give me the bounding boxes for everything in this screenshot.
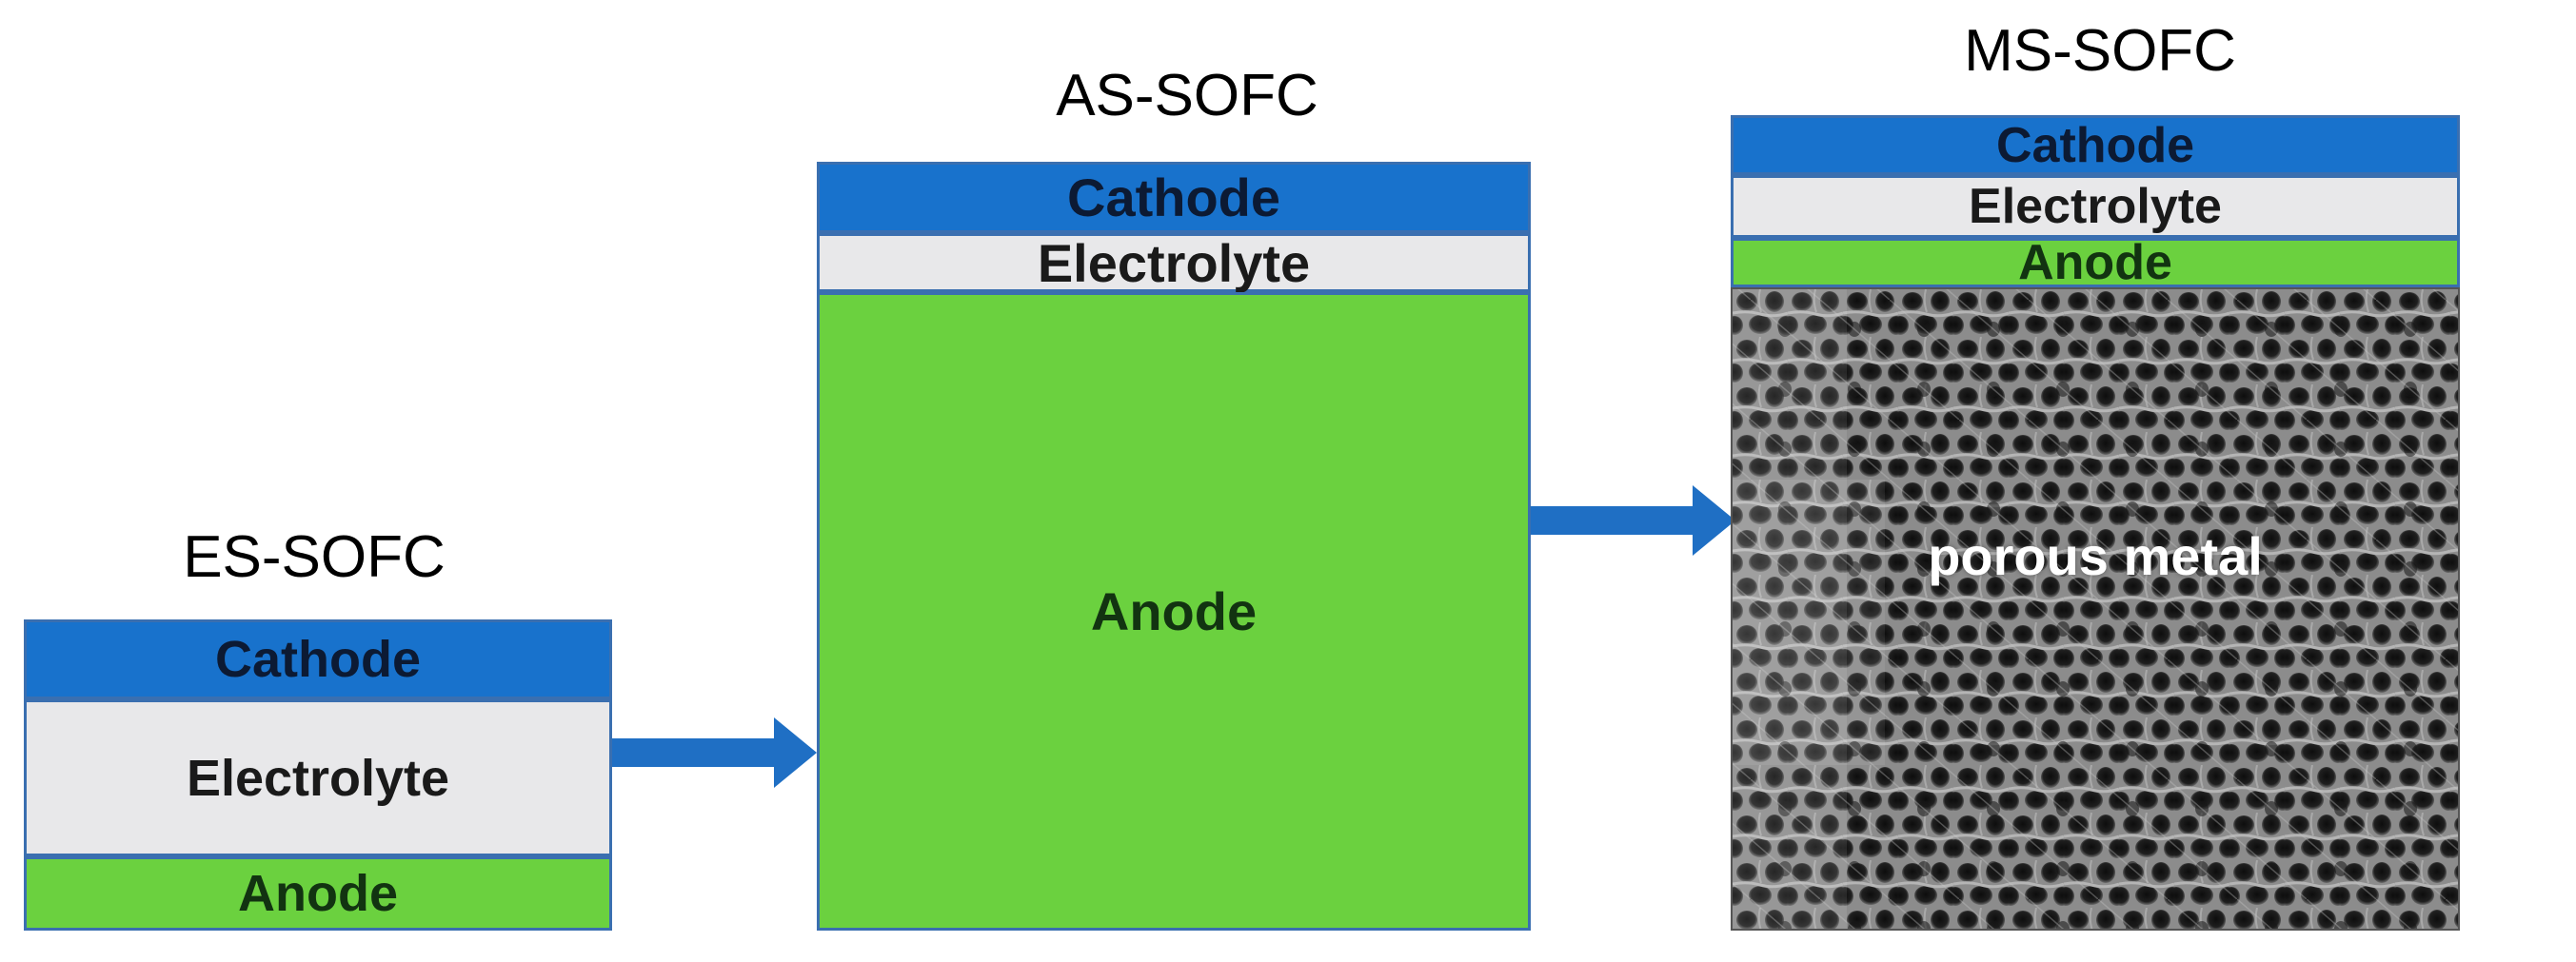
- as-sofc-cathode-label: Cathode: [1067, 167, 1280, 227]
- es-sofc-electrolyte-label: Electrolyte: [186, 749, 450, 807]
- ms-sofc-anode-layer: Anode: [1731, 235, 2460, 290]
- ms-sofc-cathode-layer: Cathode: [1731, 115, 2460, 175]
- as-sofc-anode-layer: Anode: [817, 292, 1531, 931]
- as-sofc-electrolyte-layer: Electrolyte: [817, 232, 1531, 293]
- es-sofc-cathode-label: Cathode: [215, 631, 421, 688]
- ms-sofc-electrolyte-label: Electrolyte: [1969, 179, 2222, 234]
- as-sofc-electrolyte-label: Electrolyte: [1037, 232, 1311, 293]
- porous-metal-support: porous metal: [1731, 287, 2460, 931]
- as-sofc-cathode-layer: Cathode: [817, 162, 1531, 233]
- ms-sofc-cathode-label: Cathode: [1996, 117, 2194, 173]
- es-sofc-cathode-layer: Cathode: [24, 619, 612, 699]
- as-sofc-anode-label: Anode: [1090, 581, 1258, 641]
- right-arrow-icon: [1531, 485, 1735, 556]
- es-sofc-title: ES-SOFC: [183, 524, 446, 590]
- ms-sofc-electrolyte-layer: Electrolyte: [1731, 175, 2460, 238]
- es-sofc-anode-label: Anode: [238, 865, 398, 922]
- ms-sofc-anode-label: Anode: [2018, 235, 2172, 290]
- porous-metal-texture: [1733, 289, 2458, 929]
- es-sofc-electrolyte-layer: Electrolyte: [24, 699, 612, 856]
- ms-sofc-title: MS-SOFC: [1964, 18, 2236, 84]
- right-arrow-icon: [612, 717, 817, 788]
- es-sofc-anode-layer: Anode: [24, 856, 612, 931]
- porous-metal-label: porous metal: [1928, 526, 2263, 586]
- as-sofc-title: AS-SOFC: [1056, 63, 1318, 128]
